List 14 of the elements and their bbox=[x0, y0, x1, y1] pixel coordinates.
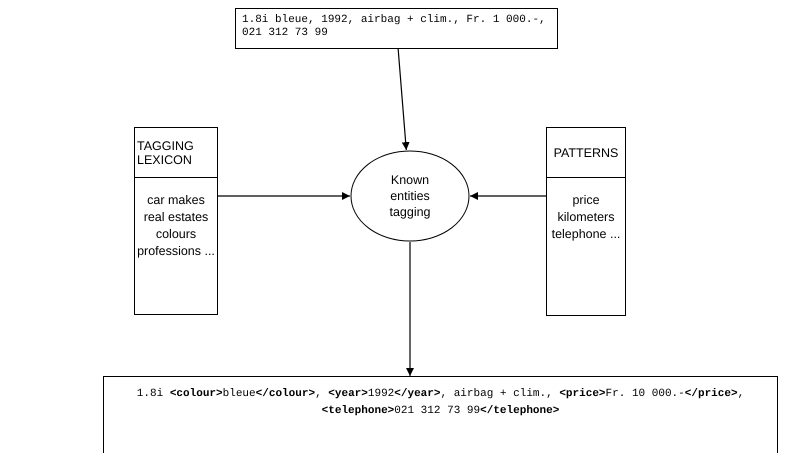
process-ellipse bbox=[350, 150, 470, 242]
input-text-box: 1.8i bleue, 1992, airbag + clim., Fr. 1 000.-, 021 312 73 99 bbox=[235, 8, 558, 49]
arrow bbox=[398, 48, 410, 150]
box-heading: PATTERNS bbox=[554, 146, 618, 160]
output-text-box: 1.8i <colour>bleue</colour>, <year>1992</year>, airbag + clim., <price>Fr. 10 000.-</price>, <telephone>021 312 73 99</telephone> bbox=[103, 376, 778, 453]
arrow bbox=[406, 242, 414, 376]
box-heading: TAGGING LEXICON bbox=[137, 138, 195, 166]
lexicon-box bbox=[134, 127, 218, 315]
item-list: price kilometers telephone ... bbox=[552, 193, 620, 241]
arrow bbox=[218, 192, 350, 200]
item-list: car makes real estates colours professions ... bbox=[137, 193, 215, 258]
patterns-box bbox=[546, 127, 626, 316]
arrow bbox=[470, 192, 546, 200]
process-label: Known entities tagging bbox=[389, 173, 430, 219]
